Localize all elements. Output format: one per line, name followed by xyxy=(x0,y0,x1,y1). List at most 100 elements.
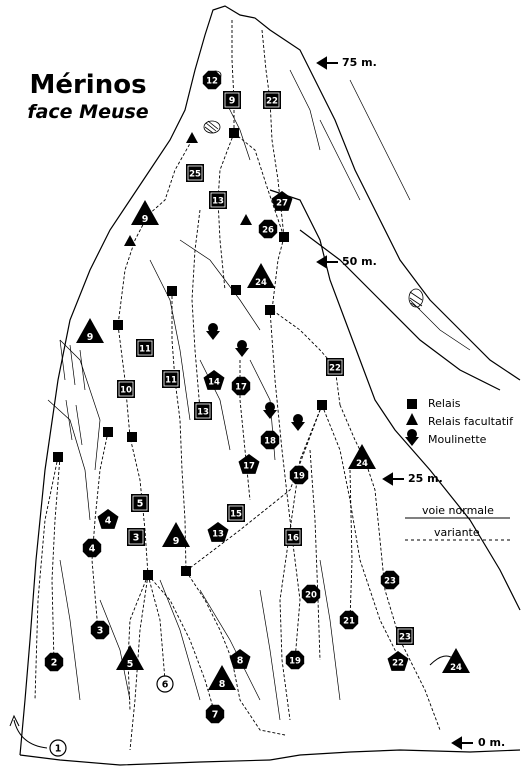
route-marker-octagon-12: 12 xyxy=(202,70,222,90)
moulinette-markers xyxy=(206,323,305,431)
route-marker-pentagon-22: 22 xyxy=(387,651,409,671)
route-number: 26 xyxy=(262,226,274,236)
route-number: 9 xyxy=(87,332,94,343)
route-number: 25 xyxy=(189,170,201,180)
legend-relais-facultatif-icon xyxy=(406,413,418,425)
route-number: 9 xyxy=(173,536,180,547)
route-marker-octagon-26: 26 xyxy=(258,219,278,239)
legend-moulinette-label: Moulinette xyxy=(428,433,487,446)
route-marker-octagon-23: 23 xyxy=(380,570,400,590)
route-number: 8 xyxy=(237,656,244,667)
relais-square xyxy=(279,232,289,242)
relais-squares xyxy=(53,128,327,580)
route-number: 24 xyxy=(356,459,368,469)
route-marker-square-10: 10 xyxy=(117,380,135,398)
route-marker-octagon-20: 20 xyxy=(301,584,321,604)
route-marker-pentagon-14: 14 xyxy=(203,370,225,390)
route-marker-pentagon-27: 27 xyxy=(271,191,293,211)
route-marker-octagon-19: 19 xyxy=(289,465,309,485)
route-marker-square-5: 5 xyxy=(131,494,149,512)
start-arrows xyxy=(9,655,456,749)
route-number: 7 xyxy=(212,710,219,721)
route-markers: 1233445567889910111112131313141516171718… xyxy=(44,70,470,757)
relais-square xyxy=(317,400,327,410)
route-number: 23 xyxy=(399,633,411,643)
route-marker-triangle-24: 24 xyxy=(348,444,376,469)
route-number: 12 xyxy=(206,77,218,87)
rock-outline xyxy=(19,5,521,766)
route-marker-triangle-8: 8 xyxy=(208,665,236,690)
route-marker-triangle-24: 24 xyxy=(247,263,275,288)
legend-lines xyxy=(405,517,510,541)
route-number: 21 xyxy=(343,617,355,627)
route-marker-octagon-2: 2 xyxy=(44,652,64,672)
route-number: 4 xyxy=(105,516,112,527)
moulinette-marker xyxy=(291,414,305,431)
route-marker-square-16: 16 xyxy=(284,528,302,546)
route-marker-square-11: 11 xyxy=(136,339,154,357)
route-number: 5 xyxy=(127,659,134,670)
route-marker-triangle-5: 5 xyxy=(116,645,144,670)
route-number: 3 xyxy=(133,533,140,544)
legend-relais-label: Relais xyxy=(428,397,461,410)
route-marker-square-13: 13 xyxy=(209,191,227,209)
route-marker-pentagon-13: 13 xyxy=(207,522,229,542)
route-number: 10 xyxy=(120,386,132,396)
route-number: 13 xyxy=(212,530,224,540)
route-number: 11 xyxy=(165,376,177,386)
route-number: 23 xyxy=(384,577,396,587)
title-text: Mérinos xyxy=(29,70,147,100)
route-number: 22 xyxy=(266,97,278,107)
route-marker-square-11: 11 xyxy=(162,370,180,388)
route-number: 17 xyxy=(235,383,247,393)
height-label-25: 25 m. xyxy=(408,472,443,485)
relais-square xyxy=(127,432,137,442)
route-number: 8 xyxy=(219,679,226,690)
relais-facultatif-triangles xyxy=(124,132,252,246)
route-marker-pentagon-4: 4 xyxy=(97,509,119,529)
route-marker-pentagon-8: 8 xyxy=(229,649,251,669)
relais-square xyxy=(231,285,241,295)
route-number: 6 xyxy=(162,680,169,691)
route-number: 19 xyxy=(293,472,305,482)
moulinette-marker xyxy=(263,402,277,419)
route-number: 14 xyxy=(208,378,220,388)
route-marker-square-15: 15 xyxy=(227,504,245,522)
route-number: 1 xyxy=(55,744,62,755)
relais-square xyxy=(229,128,239,138)
route-marker-octagon-4: 4 xyxy=(82,538,102,558)
height-markers xyxy=(316,56,473,750)
relais-square xyxy=(167,286,177,296)
route-marker-square-9: 9 xyxy=(223,91,241,109)
subtitle-text: face Meuse xyxy=(27,101,149,123)
route-marker-square-25: 25 xyxy=(186,164,204,182)
route-number: 11 xyxy=(139,345,151,355)
relais-square xyxy=(103,427,113,437)
relais-square xyxy=(113,320,123,330)
legend-relais-icon xyxy=(407,399,417,409)
route-number: 27 xyxy=(276,199,288,209)
route-marker-triangle-9: 9 xyxy=(162,522,190,547)
route-number: 2 xyxy=(51,658,58,669)
route-marker-pentagon-17: 17 xyxy=(238,454,260,474)
route-marker-triangle-9: 9 xyxy=(76,318,104,343)
route-marker-circle-6: 6 xyxy=(156,675,174,693)
moulinette-marker xyxy=(235,340,249,357)
route-number: 20 xyxy=(305,591,317,601)
route-number: 24 xyxy=(450,663,462,673)
route-number: 22 xyxy=(392,659,404,669)
route-number: 19 xyxy=(289,657,301,667)
route-number: 4 xyxy=(89,544,96,555)
route-number: 24 xyxy=(255,278,267,288)
legend-moulinette-icon xyxy=(405,429,419,446)
legend-variante-label: variante xyxy=(434,526,480,539)
route-number: 15 xyxy=(230,510,242,520)
route-number: 18 xyxy=(264,437,276,447)
route-marker-square-3: 3 xyxy=(127,528,145,546)
route-marker-octagon-19: 19 xyxy=(285,650,305,670)
route-number: 9 xyxy=(229,96,236,107)
route-marker-octagon-7: 7 xyxy=(205,704,225,724)
route-marker-octagon-18: 18 xyxy=(260,430,280,450)
height-label-75: 75 m. xyxy=(342,56,377,69)
